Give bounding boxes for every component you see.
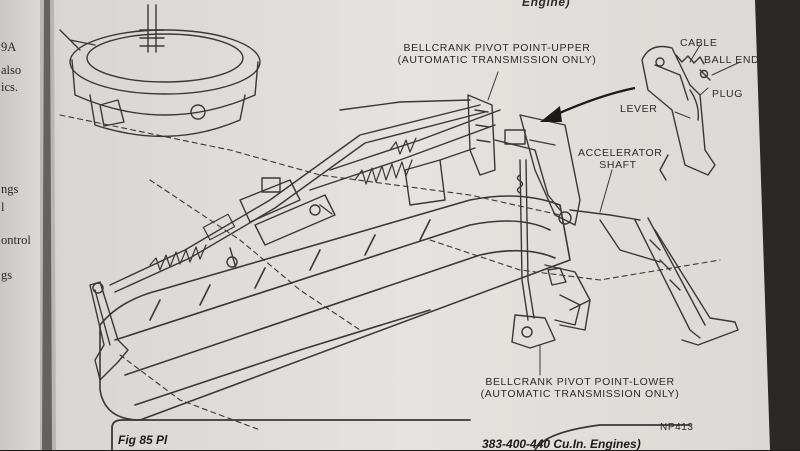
left-page-fragment: 9A	[1, 40, 17, 54]
left-page-fragment: ics.	[1, 80, 19, 94]
lever-label: LEVER	[620, 103, 658, 115]
figure-code-label: NP413	[660, 422, 694, 433]
bellcrank-lower-line1: BELLCRANK PIVOT POINT-LOWER	[485, 376, 675, 388]
left-page	[0, 0, 44, 450]
throttle-cables	[109, 99, 501, 293]
header-title-fragment: Engine)	[522, 0, 571, 9]
accelerator-shaft-line1: ACCELERATOR	[578, 147, 663, 159]
caption-bracket-right	[534, 424, 691, 450]
accelerator-pedal-rod	[634, 217, 739, 346]
right-page	[50, 0, 776, 450]
valve-cover	[99, 195, 571, 421]
bellcrank-upper-line2: (AUTOMATIC TRANSMISSION ONLY)	[397, 54, 597, 66]
left-page-fragment: gs	[1, 268, 13, 282]
bellcrank-lower-label: BELLCRANK PIVOT POINT-LOWER (AUTOMATIC T…	[480, 376, 680, 400]
caption-bracket	[111, 419, 471, 450]
lower-bellcrank	[511, 264, 591, 349]
figure-caption-left: Fig 85 Pl	[118, 433, 168, 447]
figure-caption-right: 383-400-440 Cu.In. Engines)	[482, 437, 641, 451]
left-page-fragment: l	[1, 200, 5, 214]
leader-lines	[487, 44, 741, 376]
firewall-bracket	[519, 114, 661, 263]
connecting-rod	[516, 159, 535, 321]
throttle-lever-arm	[89, 281, 129, 381]
page-edge-shadow	[755, 0, 800, 450]
cable-label: CABLE	[680, 37, 718, 49]
bellcrank-upper-line1: BELLCRANK PIVOT POINT-UPPER	[403, 42, 591, 54]
accelerator-shaft-label: ACCELERATOR SHAFT	[578, 147, 663, 171]
left-page-fragment: ontrol	[1, 233, 31, 247]
accelerator-lever	[641, 45, 716, 181]
return-spring-right	[354, 137, 417, 185]
accelerator-shaft-line2: SHAFT	[599, 159, 637, 171]
pointer-arrow	[540, 86, 636, 122]
bellcrank-lower-line2: (AUTOMATIC TRANSMISSION ONLY)	[480, 388, 680, 400]
linkage-bracket	[226, 177, 336, 269]
page-gutter-shadow	[40, 0, 56, 450]
upper-bellcrank	[404, 94, 561, 211]
left-page-fragment: also	[1, 63, 22, 77]
mechanism-drawing	[59, 4, 741, 450]
return-spring-left	[149, 213, 236, 271]
left-page-fragment: ngs	[1, 182, 19, 196]
plug-label: PLUG	[712, 88, 743, 100]
carburetor	[59, 4, 261, 138]
ball-end-label: BALL END	[704, 54, 760, 66]
bellcrank-upper-label: BELLCRANK PIVOT POINT-UPPER (AUTOMATIC T…	[392, 42, 602, 66]
